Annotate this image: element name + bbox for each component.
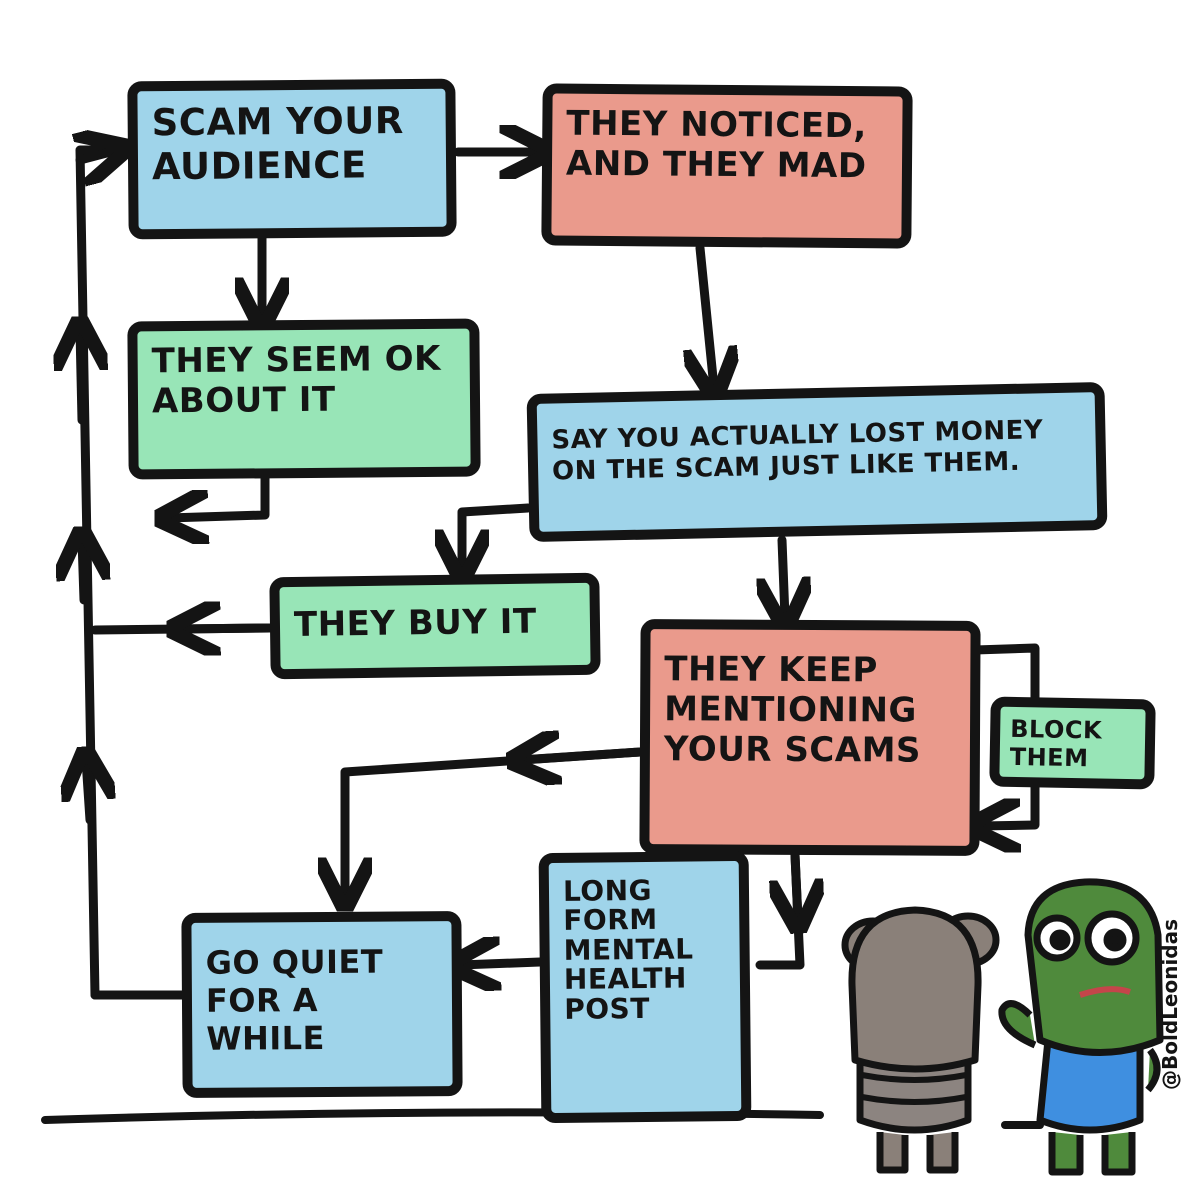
- box-long-form-mental-health-post-text: Long form mental health post: [562, 873, 694, 1026]
- box-they-keep-mentioning-text: They keep mentioning your scams: [663, 649, 922, 771]
- frog-legs: [1048, 1132, 1136, 1176]
- box-they-keep-mentioning: They keep mentioning your scams: [639, 619, 981, 856]
- box-they-noticed-text: They noticed, and they mad: [565, 103, 867, 187]
- arrow-mental-health-to-go-quiet: [460, 962, 545, 965]
- box-say-you-lost-money-text: Say you actually lost money on the scam …: [551, 415, 1044, 487]
- box-scam-your-audience-text: Scam your Audience: [151, 99, 404, 188]
- frog-mouth: [1079, 986, 1131, 998]
- box-they-seem-ok: They seem ok about it: [127, 318, 481, 480]
- box-long-form-mental-health-post: Long form mental health post: [538, 850, 752, 1124]
- box-go-quiet: Go quiet for a while: [181, 911, 463, 1098]
- arrow-seem-ok-to-spine: [168, 473, 270, 518]
- box-block-them: Block them: [989, 696, 1156, 790]
- frog-arm: [998, 1000, 1037, 1049]
- box-say-you-lost-money: Say you actually lost money on the scam …: [526, 381, 1108, 543]
- arrow-block-to-keep-mentioning: [980, 777, 1040, 826]
- arrow-say-lost-to-keep-mentioning: [782, 535, 785, 618]
- arrow-noticed-to-say-lost: [700, 243, 714, 388]
- bear-head: [848, 906, 982, 1073]
- box-they-buy-it: They buy it: [269, 572, 601, 680]
- box-they-noticed: They noticed, and they mad: [541, 83, 913, 249]
- box-they-seem-ok-text: They seem ok about it: [151, 338, 442, 422]
- arrow-say-lost-to-buy-it: [462, 503, 533, 570]
- frog-character: [998, 878, 1164, 1176]
- arrow-keep-mentioning-to-block: [970, 643, 1040, 705]
- frog-body: [1036, 1036, 1144, 1134]
- frog-head: [1024, 878, 1164, 1056]
- artist-credit: @BoldLeonidas: [1158, 918, 1182, 1090]
- box-go-quiet-text: Go quiet for a while: [205, 942, 384, 1058]
- bear-character: [841, 906, 1000, 1174]
- bear-legs: [876, 1132, 959, 1174]
- box-scam-your-audience: Scam your Audience: [127, 78, 457, 240]
- box-block-them-text: Block them: [1009, 714, 1103, 773]
- box-they-buy-it-text: They buy it: [293, 601, 537, 645]
